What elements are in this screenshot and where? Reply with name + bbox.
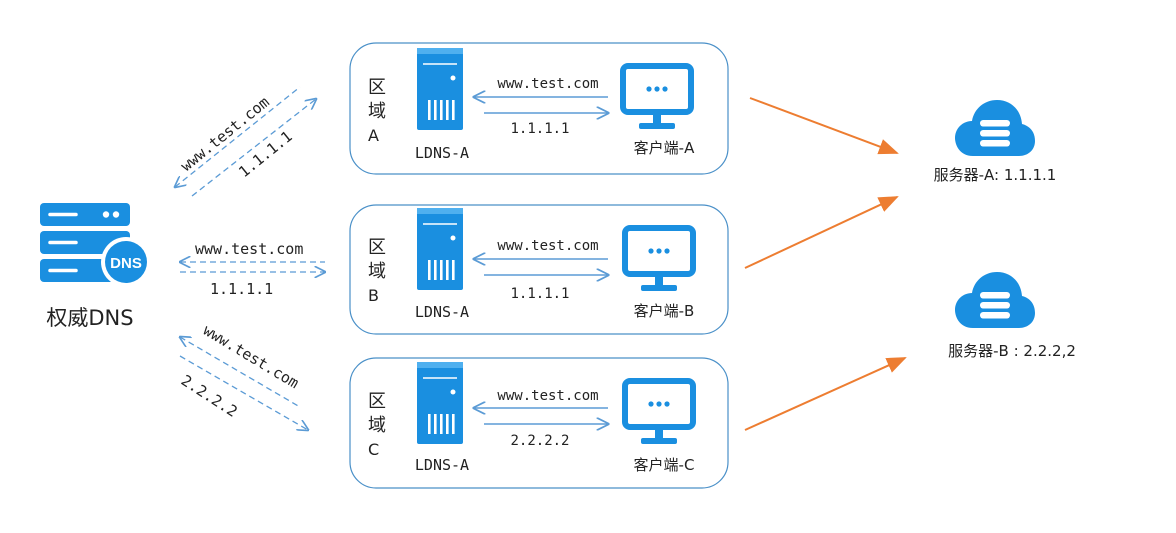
ldns-c-server-icon [417,362,463,444]
region-a-box: 区 域 A LDNS-A www.test.com 1.1.1.1 客户端-A [349,42,729,175]
client-b-monitor-icon [625,228,693,291]
region-c-char-2: 域 [368,415,386,436]
server-b-cloud-icon [955,272,1035,328]
region-c-answer: 2.2.2.2 [510,433,569,449]
region-a-char-2: 域 [368,101,386,122]
server-a-label: 服务器-A: 1.1.1.1 [934,166,1057,184]
ldns-c-label: LDNS-A [415,456,469,474]
ldns-a-label: LDNS-A [415,144,469,162]
link-c-answer: 2.2.2.2 [178,371,241,421]
link-a-answer: 1.1.1.1 [235,127,295,181]
dns-badge-text: DNS [110,255,142,272]
region-a-answer: 1.1.1.1 [510,121,569,137]
client-a-monitor-icon [623,66,691,129]
region-b-query: www.test.com [497,238,598,254]
link-b-answer: 1.1.1.1 [210,280,273,298]
authoritative-dns-icon [40,203,151,287]
client-b-label: 客户端-B [634,302,695,320]
dns-label: 权威DNS [46,306,133,330]
ldns-a-server-icon [417,48,463,130]
region-c-char-1: 区 [368,391,386,412]
region-a-char-1: 区 [368,77,386,98]
region-a-char-3: A [368,126,379,145]
region-b-box: 区 域 B LDNS-A www.test.com 1.1.1.1 客户端-B [349,204,729,335]
server-b-label: 服务器-B : 2.2.2,2 [948,342,1076,360]
region-b-answer: 1.1.1.1 [510,286,569,302]
client-c-monitor-icon [625,381,693,444]
client-a-label: 客户端-A [634,139,695,157]
link-dns-region-a: www.test.com 1.1.1.1 [175,86,316,197]
region-a-query: www.test.com [497,76,598,92]
region-c-query: www.test.com [497,388,598,404]
client-c-label: 客户端-C [634,456,695,474]
ldns-b-server-icon [417,208,463,290]
orange-arrows [744,97,907,431]
region-b-char-1: 区 [368,237,386,258]
server-a-cloud-icon [955,100,1035,156]
link-dns-region-c: www.test.com 2.2.2.2 [178,321,308,430]
link-b-query: www.test.com [195,240,303,258]
region-c-char-3: C [368,440,379,459]
link-c-query: www.test.com [200,321,302,392]
ldns-b-label: LDNS-A [415,303,469,321]
region-b-char-2: 域 [368,261,386,282]
region-b-char-3: B [368,286,379,305]
link-dns-region-b: www.test.com 1.1.1.1 [180,240,325,298]
region-c-box: 区 域 C LDNS-A www.test.com 2.2.2.2 客户端-C [349,357,729,489]
